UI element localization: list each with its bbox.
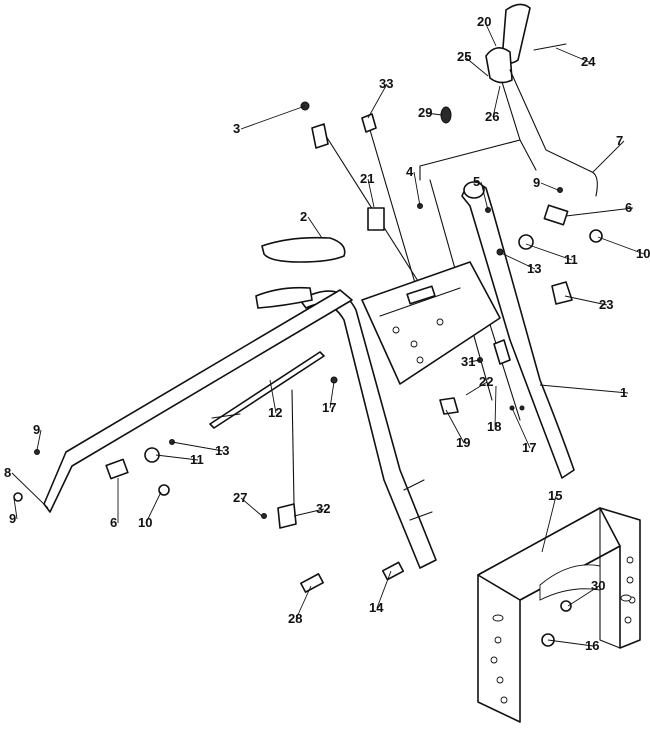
handle-grips-part-2 [255,236,346,309]
callout-label-c17b: 17 [522,440,536,455]
leader-line-c29 [425,112,443,116]
callout-label-c13: 13 [527,261,541,276]
leader-line-c22 [465,381,488,396]
callout-label-c16: 16 [585,638,599,653]
callout-label-c1: 1 [620,385,627,400]
callout-label-c6: 6 [625,200,632,215]
callout-label-c15: 15 [548,488,562,503]
leader-line-c9c [13,497,18,520]
callout-label-c24: 24 [581,54,596,69]
callout-label-c5: 5 [473,174,480,189]
callout-label-c11b: 11 [190,452,204,467]
callout-label-c28: 28 [288,611,302,626]
callout-label-c33: 33 [379,76,393,91]
hardware [13,43,603,647]
leader-line-c3 [240,105,306,130]
callout-label-c12: 12 [268,405,282,420]
callout-label-c4: 4 [406,164,414,179]
callout-label-c20: 20 [477,14,491,29]
leader-line-c33 [367,83,388,119]
leader-line-c23 [564,295,608,306]
leader-line-c18 [494,385,497,428]
leader-line-c10b [145,491,162,524]
callout-label-c14: 14 [369,600,384,615]
callout-label-c6b: 6 [110,515,117,530]
leader-line-c2 [307,216,323,239]
callout-label-c26: 26 [485,109,499,124]
handle-frame-part-1 [299,181,575,569]
callout-label-c9: 9 [533,175,540,190]
center-mount-plate [361,261,501,385]
callout-label-c22: 22 [479,374,493,389]
leader-line-c9 [540,182,559,191]
callout-label-c31: 31 [461,354,475,369]
callout-label-c23: 23 [599,297,613,312]
callout-label-c2: 2 [300,209,307,224]
leader-line-c16 [547,639,594,647]
leader-line-c17b [511,407,531,449]
linkage-bar-part-8 [43,289,353,513]
leader-line-c26 [492,85,501,118]
leader-line-c20 [484,21,497,47]
callout-label-c7: 7 [616,133,623,148]
leader-line-c5 [480,181,489,211]
callout-label-c25: 25 [457,49,471,64]
leader-line-c17 [329,381,335,409]
leader-line-c11b [155,454,199,461]
leader-line-c21 [367,178,375,208]
leader-line-c13 [500,252,536,270]
callout-label-c9c: 9 [9,511,16,526]
leader-line-c30 [567,585,600,607]
leader-line-c27 [240,497,263,517]
leader-line-c9b [36,429,42,451]
leader-line-c28 [295,585,312,620]
leader-line-c11 [525,243,573,261]
callout-label-c10: 10 [636,246,650,261]
callout-label-c21: 21 [360,171,374,186]
callout-label-c10b: 10 [138,515,152,530]
leader-line-c8 [11,472,49,509]
callout-label-c8: 8 [4,465,11,480]
leader-line-c14 [376,570,392,609]
callout-label-c18: 18 [487,419,501,434]
callout-label-c3: 3 [233,121,240,136]
leader-line-c15 [541,495,557,553]
callout-label-c17: 17 [322,400,336,415]
leader-line-c24 [555,47,590,63]
leader-line-c31 [468,359,481,363]
callout-label-c32: 32 [316,501,330,516]
callouts: 1234566789991010111112131314151617171819… [4,14,650,653]
callout-label-c29: 29 [418,105,432,120]
leader-line-c4 [413,171,421,207]
rod-part-12 [209,351,325,429]
callout-label-c19: 19 [456,435,470,450]
leader-line-c13b [171,441,224,452]
leader-line-c1 [539,384,629,394]
leader-line-c6 [565,207,634,217]
callout-label-c13b: 13 [215,443,229,458]
callout-label-c11: 11 [564,252,578,267]
leader-line-c19 [445,409,465,444]
leader-line-c25 [464,56,489,77]
bracket-part-15 [477,507,641,723]
leader-line-c7 [592,140,625,173]
leader-line-c32 [293,508,325,517]
callout-label-c9b: 9 [33,422,40,437]
leader-line-c12 [269,379,277,414]
callout-label-c27: 27 [233,490,247,505]
callout-label-c30: 30 [591,578,605,593]
leader-line-c10 [597,236,645,255]
top-grip-part-20 [485,3,531,84]
